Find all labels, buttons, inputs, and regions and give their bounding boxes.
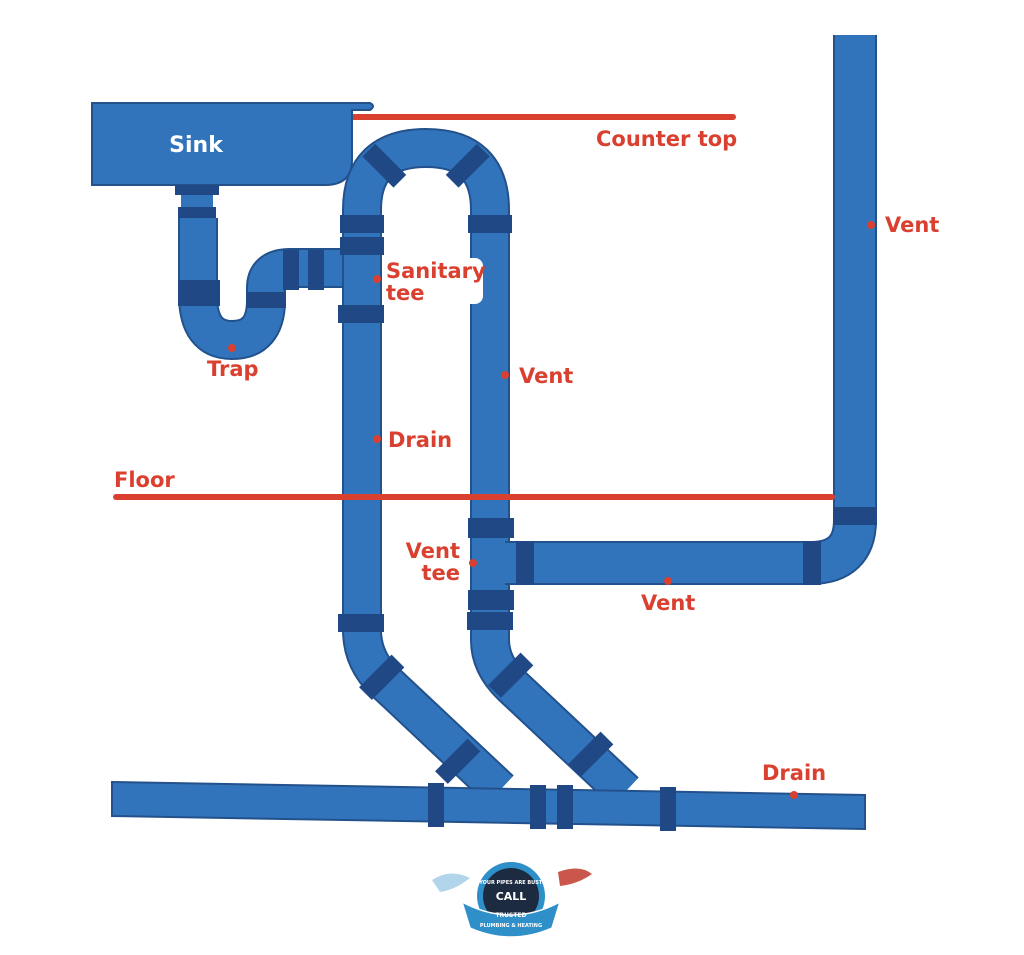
vent-to-drain-pipe bbox=[467, 600, 639, 807]
logo-top-text: IF YOUR PIPES ARE BUSTED bbox=[472, 880, 550, 886]
drain-main-dot bbox=[790, 791, 798, 799]
company-logo: IF YOUR PIPES ARE BUSTED CALL TRUSTED PL… bbox=[432, 862, 592, 938]
drain-main-label: Drain bbox=[762, 761, 826, 785]
sanitary-tee-label-bg bbox=[383, 258, 483, 304]
sanitary-tee-dot bbox=[373, 275, 381, 283]
sink-label: Sink bbox=[169, 133, 224, 158]
logo-company-text: PLUMBING & HEATING bbox=[480, 923, 542, 929]
vent-right-label: Vent bbox=[885, 213, 939, 237]
vent-loop-pipe bbox=[340, 128, 512, 620]
vent-horizontal-pipe bbox=[468, 35, 877, 610]
vent-horizontal-label: Vent bbox=[641, 591, 695, 615]
drain-vertical-label: Drain bbox=[388, 428, 452, 452]
vent-tee-label-line2: tee bbox=[421, 561, 460, 585]
vent-right-dot bbox=[867, 221, 875, 229]
floor-label: Floor bbox=[114, 468, 175, 492]
main-drain-pipe bbox=[111, 780, 866, 831]
vent-loop-label: Vent bbox=[519, 364, 573, 388]
drain-vertical-dot bbox=[373, 435, 381, 443]
counter-top-label: Counter top bbox=[596, 127, 737, 151]
sanitary-tee-label-line2: tee bbox=[386, 281, 425, 305]
sanitary-tee-label-line1: Sanitary bbox=[386, 259, 486, 283]
logo-call-text: CALL bbox=[496, 890, 527, 903]
vent-tee-label-line1: Vent bbox=[406, 539, 460, 563]
drain-vertical-pipe bbox=[338, 300, 514, 805]
trap-pipe bbox=[178, 218, 345, 360]
logo-trusted-text: TRUSTED bbox=[495, 912, 526, 919]
vent-loop-dot bbox=[501, 371, 509, 379]
vent-tee-dot bbox=[469, 559, 477, 567]
vent-horizontal-dot bbox=[664, 577, 672, 585]
sink bbox=[91, 102, 374, 219]
trap-dot bbox=[228, 344, 236, 352]
trap-label: Trap bbox=[207, 357, 259, 381]
